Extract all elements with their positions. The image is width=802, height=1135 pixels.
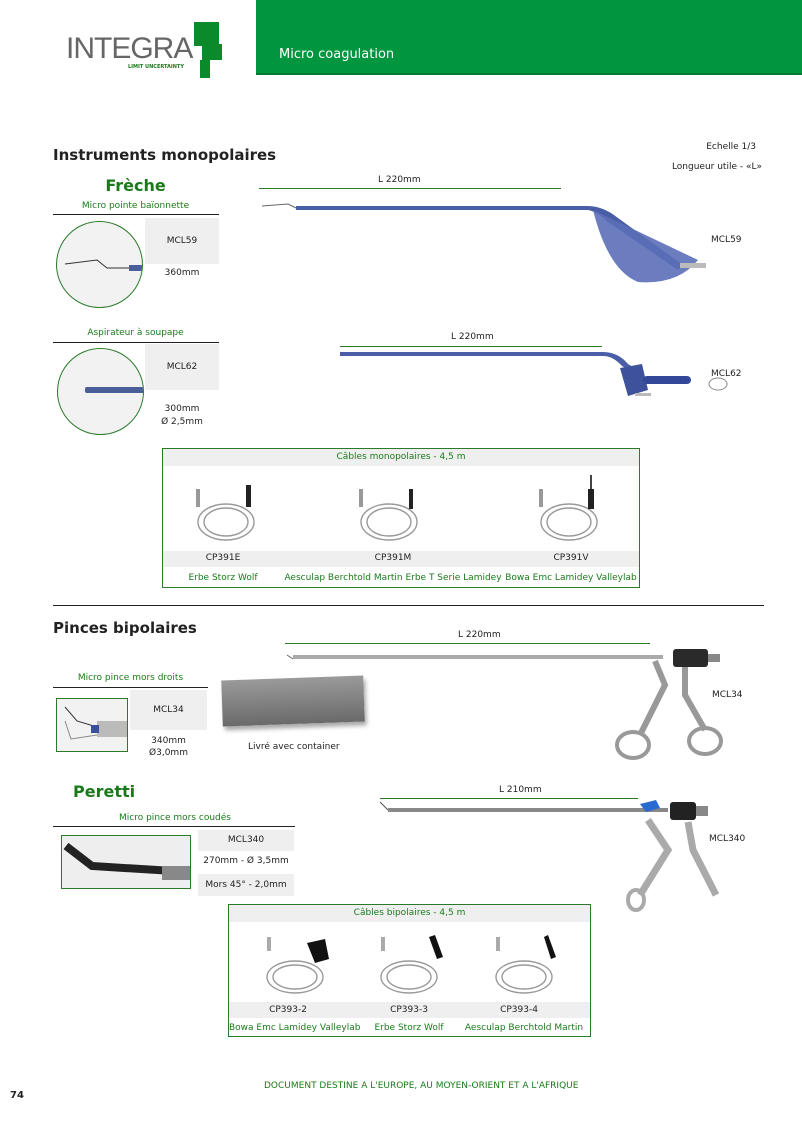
length-label: L 220mm: [378, 175, 421, 185]
cable-brands: Aesculap Berchtold Martin Erbe T Serie L…: [284, 573, 502, 583]
section-title: Micro coagulation: [279, 47, 395, 62]
logo-text: INTEGRA: [66, 32, 193, 65]
instrument-mcl34: [286, 649, 723, 760]
cable-brands: Bowa Emc Lamidey Valleylab: [229, 1023, 361, 1033]
mono-cables-box: Câbles monopolaires - 4,5 m CP391E Erbe …: [162, 448, 640, 588]
logo-squares: [194, 22, 219, 46]
brand-freche: Frèche: [105, 176, 166, 195]
cable-image: [539, 475, 598, 541]
brand-peretti: Peretti: [73, 782, 136, 801]
detail-circle: [56, 221, 143, 308]
ref-cell: MCL34: [130, 690, 207, 730]
cable-ref: CP391E: [205, 553, 241, 563]
spec-cell: Ø3,0mm: [149, 748, 188, 758]
instrument-mcl59: [261, 203, 706, 283]
cable-image: [266, 937, 329, 994]
cable-item: CP391M Aesculap Berchtold Martin Erbe T …: [283, 469, 503, 587]
logo-tagline: LIMIT UNCERTAINTY: [128, 64, 184, 70]
length-label: L 210mm: [499, 785, 542, 795]
item-subtitle: Micro pince mors coudés: [119, 813, 231, 823]
instrument-label: MCL34: [712, 690, 743, 700]
length-label: L 220mm: [451, 332, 494, 342]
item-subtitle: Micro pince mors droits: [77, 673, 184, 683]
cables-title: Câbles bipolaires - 4,5 m: [229, 905, 590, 922]
ref-cell: MCL340: [198, 830, 294, 851]
cable-ref: CP393-2: [269, 1005, 307, 1015]
item-subtitle: Aspirateur à soupape: [87, 328, 184, 338]
container-caption: Livré avec container: [248, 742, 340, 752]
spec-cell: 360mm: [164, 268, 200, 278]
cable-ref: CP393-3: [390, 1005, 428, 1015]
section-divider: [53, 605, 764, 606]
cable-item: CP391E Erbe Storz Wolf: [163, 469, 323, 587]
spec-cell: 300mm: [164, 404, 200, 414]
footer-notice: DOCUMENT DESTINE A L'EUROPE, AU MOYEN-OR…: [264, 1081, 579, 1091]
instrument-mcl340: [379, 800, 720, 912]
instrument-mcl62: [340, 352, 728, 396]
bi-cables-box: Câbles bipolaires - 4,5 m CP393-2 Bowa E…: [228, 904, 591, 1037]
cable-ref: CP393-4: [500, 1005, 538, 1015]
detail-circle: [57, 348, 144, 435]
cable-image: [359, 489, 418, 541]
cable-image: [196, 485, 255, 541]
cable-image: [380, 935, 443, 994]
cable-brands: Bowa Emc Lamidey Valleylab: [505, 573, 637, 583]
spec-cell: Ø 2,5mm: [161, 417, 203, 427]
cables-title: Câbles monopolaires - 4,5 m: [163, 449, 639, 466]
cable-brands: Erbe Storz Wolf: [188, 573, 258, 583]
detail-image: [61, 835, 191, 889]
spec-cell: Mors 45° - 2,0mm: [198, 874, 294, 896]
ref-cell: MCL59: [145, 218, 219, 264]
cable-brands: Aesculap Berchtold Martin: [464, 1023, 584, 1033]
cable-ref: CP391M: [374, 553, 412, 563]
spec-cell: 340mm: [151, 736, 186, 746]
cable-item: CP393-3 Erbe Storz Wolf: [359, 925, 459, 1035]
detail-image: [56, 698, 128, 752]
bi-title: Pinces bipolaires: [53, 619, 197, 637]
logo: INTEGRA LIMIT UNCERTAINTY: [66, 22, 226, 78]
cable-image: [495, 935, 556, 994]
cable-item: CP393-4 Aesculap Berchtold Martin: [464, 925, 590, 1035]
section-banner: Micro coagulation: [256, 0, 802, 75]
useful-length-label: Longueur utile - «L»: [671, 162, 762, 172]
length-label: L 220mm: [458, 630, 501, 640]
ref-cell: MCL62: [145, 344, 219, 390]
cable-ref: CP391V: [553, 553, 589, 563]
item-subtitle: Micro pointe baïonnette: [81, 201, 190, 211]
cable-brands: Erbe Storz Wolf: [374, 1023, 444, 1033]
cable-item: CP391V Bowa Emc Lamidey Valleylab: [503, 469, 639, 587]
scale-label: Echelle 1/3: [706, 142, 756, 152]
instrument-label: MCL62: [711, 369, 742, 379]
instrument-label: MCL59: [711, 235, 742, 245]
page-number: 74: [10, 1090, 24, 1101]
spec-cell: 270mm - Ø 3,5mm: [203, 856, 289, 866]
mono-title: Instruments monopolaires: [53, 146, 277, 164]
instrument-label: MCL340: [709, 834, 746, 844]
cable-item: CP393-2 Bowa Emc Lamidey Valleylab: [229, 925, 361, 1035]
